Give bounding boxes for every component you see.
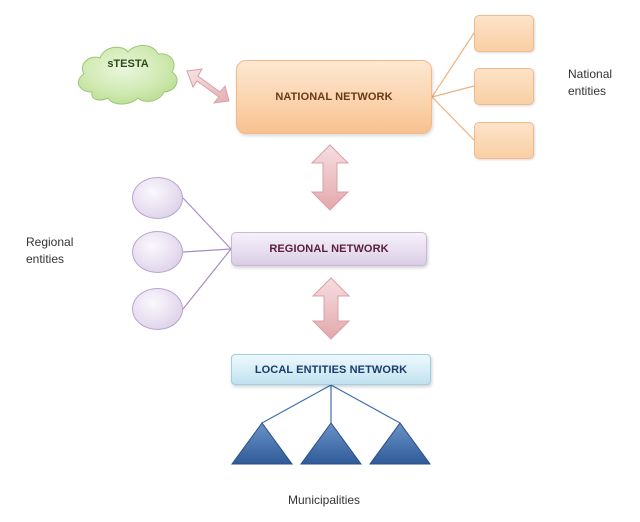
regional-entities-label: Regional entities: [26, 234, 73, 268]
national-entity-box: [474, 122, 534, 159]
municipality-triangle: [231, 422, 293, 465]
stesta-label: sTESTA: [107, 58, 149, 70]
regional-entities-label-line1: Regional: [26, 235, 74, 249]
national-entity-box: [474, 15, 534, 52]
national-entities-label-line2: entities: [568, 84, 607, 98]
regional-entity-connectors: [182, 197, 232, 310]
national-entity-box: [474, 68, 534, 105]
national-entity-connectors: [431, 32, 475, 141]
stesta-cloud: [77, 45, 178, 105]
national-network-box: NATIONAL NETWORK: [236, 60, 432, 134]
regional-entity-ellipse: [132, 231, 183, 273]
municipalities-label: Municipalities: [288, 493, 361, 507]
municipality-triangle: [369, 422, 431, 465]
national-entities-label-line1: National: [568, 67, 613, 81]
national-entities-label: National entities: [568, 66, 612, 100]
local-entities-network-box: LOCAL ENTITIES NETWORK: [231, 354, 431, 385]
regional-entity-ellipse: [132, 288, 183, 330]
stesta-national-arrow: [186, 68, 230, 104]
municipality-connectors: [261, 384, 401, 424]
municipality-triangle: [300, 422, 362, 465]
national-regional-arrow: [310, 144, 350, 211]
regional-entity-ellipse: [132, 177, 183, 219]
regional-local-arrow: [311, 277, 351, 340]
regional-entities-label-line2: entities: [26, 252, 65, 266]
regional-network-box: REGIONAL NETWORK: [231, 232, 427, 266]
